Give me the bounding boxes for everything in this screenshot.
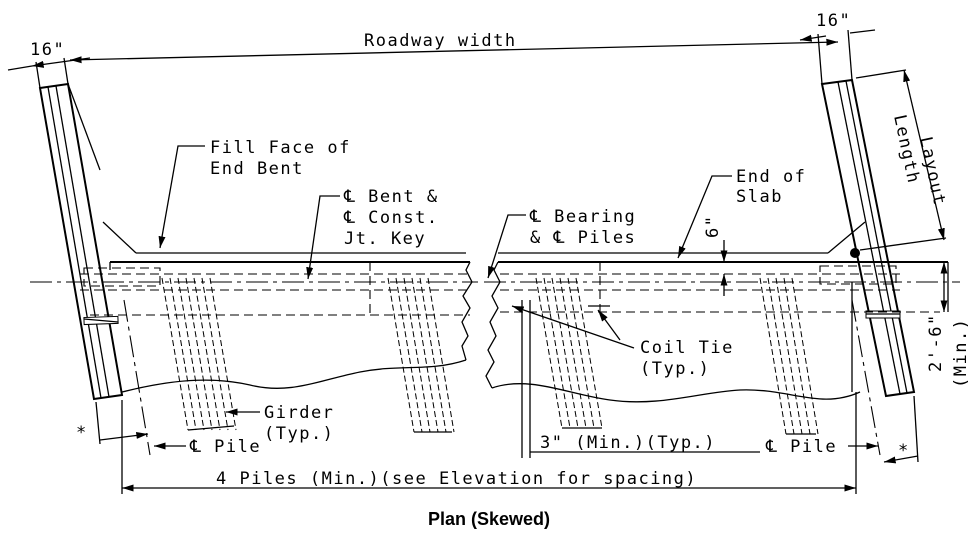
dim-asterisk-right: [883, 395, 919, 464]
roadway-width-label: Roadway width: [364, 31, 517, 51]
pile-group-left-2: [387, 277, 455, 433]
dim-16-right-label: 16": [816, 11, 851, 31]
corner-point: [850, 248, 860, 258]
coil-tie-label-1: Coil Tie: [640, 338, 734, 358]
four-piles-label: 4 Piles (Min.)(see Elevation for spacing…: [216, 469, 697, 489]
dim-16-left-label: 16": [30, 40, 65, 60]
asterisk-right-label: *: [898, 441, 910, 461]
right-wingwall: [820, 78, 916, 398]
fill-face-label-1: Fill Face of: [210, 138, 351, 158]
cl-bent-label-1: ℄ Bent &: [343, 187, 439, 207]
fill-face-label-2: End Bent: [210, 159, 304, 179]
dim-six-label: 6": [703, 215, 723, 238]
girder-label-2: (Typ.): [264, 424, 334, 444]
dim-layout-length: [855, 69, 947, 251]
pile-group-right-2: [759, 277, 819, 435]
dim-min-label: (Min.): [951, 318, 971, 388]
dim-asterisk-left: [95, 401, 149, 445]
cl-bent-label-3: Jt. Key: [344, 229, 426, 249]
asterisk-left-label: *: [76, 423, 88, 443]
dim-four-piles: [121, 392, 857, 494]
dim-16-left: [7, 57, 91, 89]
girder-label-1: Girder: [264, 403, 334, 423]
end-of-slab-label-1: End of: [736, 167, 806, 187]
dim-three-inch: [521, 300, 760, 458]
cl-bearing-label-1: ℄ Bearing: [529, 207, 636, 227]
cl-bent-label-2: ℄ Const.: [343, 208, 439, 228]
end-of-slab-label-2: Slab: [736, 187, 783, 207]
coil-tie-label-2: (Typ.): [640, 359, 710, 379]
left-bent-cap: [109, 252, 473, 393]
pile-group-right-1: [535, 277, 603, 429]
three-min-label: 3" (Min.)(Typ.): [540, 433, 716, 453]
dim-two-six-label: 2'-6": [926, 313, 946, 372]
cl-bearing-label-2: & ℄ Piles: [530, 228, 636, 248]
dim-16-right: [799, 29, 876, 85]
dim-roadway-width: [69, 38, 839, 64]
figure-caption: Plan (Skewed): [428, 509, 550, 529]
cl-pile-left-label: ℄ Pile: [189, 437, 261, 457]
left-wingwall: [38, 82, 124, 401]
right-bent-cap: [485, 252, 949, 403]
cl-pile-right-label: ℄ Pile: [765, 437, 837, 457]
pile-group-left-1: [161, 277, 237, 431]
